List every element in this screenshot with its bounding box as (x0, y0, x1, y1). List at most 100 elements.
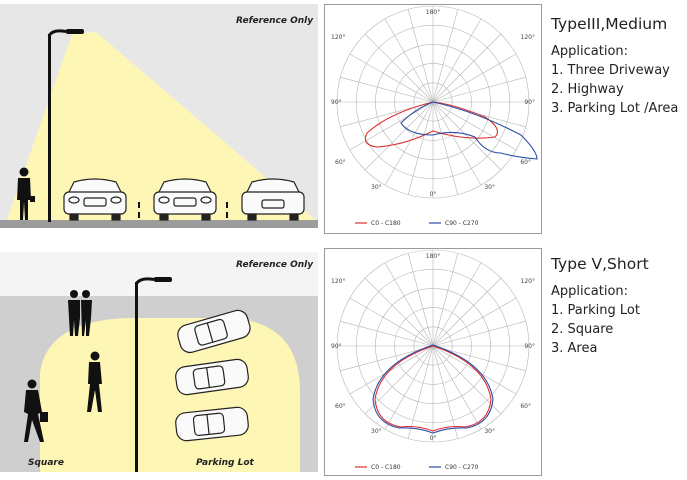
walking-person-silhouette (87, 351, 102, 412)
legend-label: C90 - C270 (445, 464, 479, 471)
polar-angle-label: 90° (331, 99, 342, 106)
polar-grid (336, 249, 530, 443)
polar-spoke (407, 253, 434, 347)
polar-angle-label: 90° (524, 343, 535, 350)
distribution-type-title: Type V,Short (551, 255, 649, 273)
legend-label: C0 - C180 (371, 464, 401, 471)
application-label: Application: (551, 44, 629, 59)
application-item: 3. Parking Lot /Area (551, 101, 679, 116)
polar-angle-label: 60° (520, 403, 531, 410)
street-scene-drawing (0, 29, 318, 228)
polar-spoke (432, 101, 482, 186)
polar-spoke (432, 345, 502, 415)
lane-mark (138, 202, 140, 208)
legend-label: C0 - C180 (371, 220, 401, 227)
polar-spoke (364, 345, 434, 415)
polar-distribution-chart: 180°0°120°120°90°90°60°60°30°30°C0 - C18… (324, 248, 542, 476)
lane-mark (226, 202, 228, 208)
polar-distribution-chart: 180°0°120°120°90°90°60°60°30°30°C0 - C18… (324, 4, 542, 234)
polar-spoke (432, 345, 482, 430)
application-item: 2. Highway (551, 82, 624, 97)
polar-spoke (432, 253, 459, 347)
road-ground (0, 220, 318, 228)
polar-spoke (432, 345, 459, 439)
pedestrian-silhouette (17, 167, 35, 220)
polar-spoke (349, 101, 434, 151)
polar-spoke (432, 18, 482, 103)
lamp-pole (135, 282, 138, 472)
polar-curve (364, 101, 498, 148)
light-type-info: Type V,Short Application: 1. Parking Lot… (551, 254, 687, 358)
application-item: 3. Area (551, 341, 598, 356)
legend-label: C90 - C270 (445, 220, 479, 227)
parking-scene-illustration: Reference Only Square Parking Lot (0, 252, 318, 472)
reference-note: Reference Only (236, 260, 314, 270)
polar-spoke (432, 33, 502, 103)
car-front-view (63, 178, 127, 221)
polar-angle-label: 120° (331, 278, 345, 285)
polar-spoke (407, 345, 434, 439)
street-scene-illustration: Reference Only (0, 4, 318, 228)
scene-label-square: Square (28, 458, 64, 468)
distribution-type-title: TypeIII,Medium (551, 15, 668, 33)
polar-spoke (432, 101, 517, 151)
polar-spoke (432, 277, 502, 347)
polar-curve (400, 101, 538, 160)
polar-spoke (384, 262, 434, 347)
polar-angle-label: 0° (430, 191, 437, 198)
parked-car-top-view (175, 406, 249, 442)
parking-scene-drawing (0, 252, 318, 472)
application-item: 1. Three Driveway (551, 63, 670, 78)
application-item: 1. Parking Lot (551, 303, 640, 318)
polar-spoke (432, 345, 526, 372)
polar-spoke (340, 320, 434, 347)
walking-person-silhouette (24, 379, 48, 442)
polar-spoke (432, 262, 482, 347)
polar-angle-label: 90° (331, 343, 342, 350)
polar-spoke (364, 33, 434, 103)
lamp-head (154, 277, 172, 282)
polar-spoke (432, 53, 517, 103)
polar-curve (372, 344, 494, 434)
lamp-arm (134, 277, 161, 285)
polar-chart-svg: 180°0°120°120°90°90°60°60°30°30°C0 - C18… (331, 249, 535, 471)
polar-spoke (364, 101, 434, 171)
polar-curve (374, 345, 492, 432)
parked-car-top-view (177, 309, 251, 354)
polar-angle-label: 0° (430, 435, 437, 442)
polar-spoke (384, 18, 434, 103)
car-front-view (153, 178, 217, 221)
polar-angle-label: 180° (426, 253, 440, 260)
polar-angle-label: 30° (484, 428, 495, 435)
polar-spoke (349, 53, 434, 103)
application-item: 2. Square (551, 322, 614, 337)
polar-spoke (432, 76, 526, 103)
lamp-head (66, 29, 84, 34)
couple-silhouette (68, 290, 92, 336)
polar-angle-label: 30° (371, 428, 382, 435)
lamp-arm (47, 29, 73, 37)
application-list: 1. Three Driveway 2. Highway 3. Parking … (551, 61, 687, 118)
polar-spoke (432, 9, 459, 103)
polar-spoke (432, 320, 526, 347)
polar-angle-label: 60° (335, 159, 346, 166)
car-rear-view (241, 178, 305, 221)
light-beam (6, 32, 318, 222)
polar-spoke (432, 101, 459, 195)
lane-mark (138, 212, 140, 218)
polar-spoke (349, 297, 434, 347)
polar-chart-svg: 180°0°120°120°90°90°60°60°30°30°C0 - C18… (331, 5, 538, 227)
polar-angle-label: 180° (426, 9, 440, 16)
light-type-info: TypeIII,Medium Application: 1. Three Dri… (551, 14, 687, 118)
light-area (40, 318, 300, 472)
parked-car-top-view (175, 358, 249, 396)
polar-angle-label: 120° (521, 278, 535, 285)
polar-spoke (340, 76, 434, 103)
polar-angle-label: 60° (520, 159, 531, 166)
polar-spoke (432, 101, 502, 171)
polar-spoke (432, 297, 517, 347)
scene-label-parking-lot: Parking Lot (196, 458, 254, 468)
polar-angle-label: 30° (371, 184, 382, 191)
polar-spoke (407, 9, 434, 103)
polar-spoke (384, 101, 434, 186)
